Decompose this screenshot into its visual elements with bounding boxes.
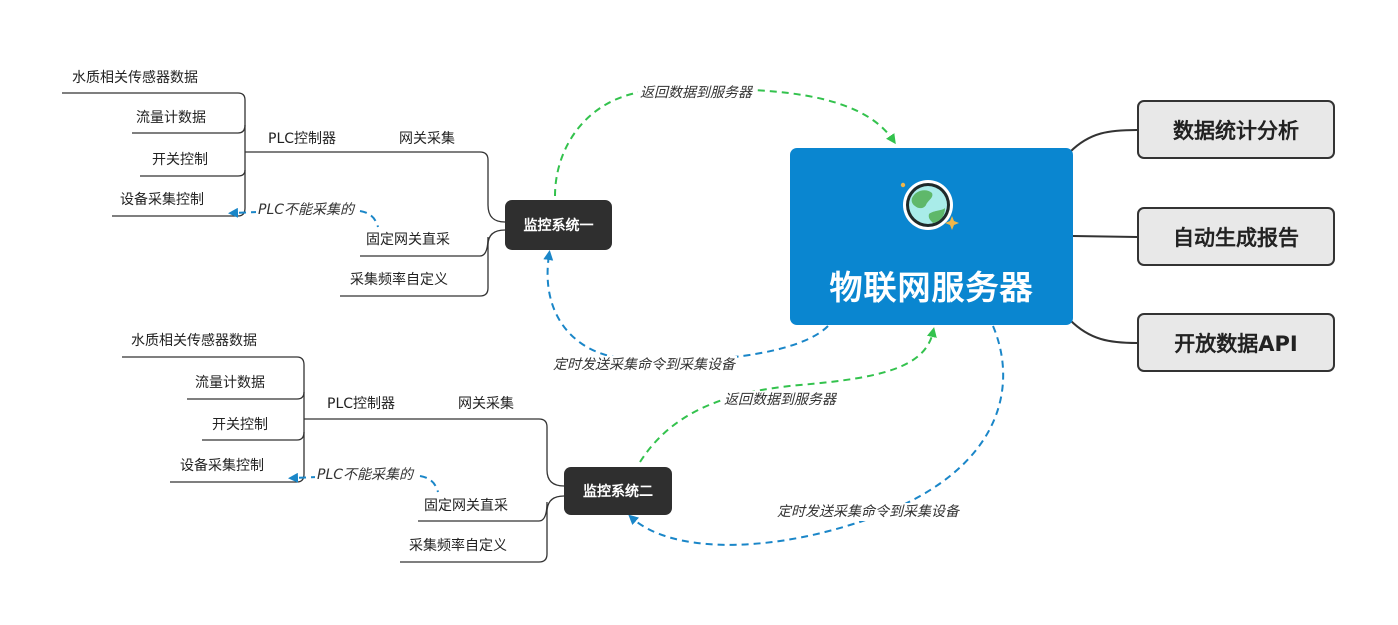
system1-tree-lines [62,92,506,297]
return-arrow-1 [554,87,896,197]
feature-open-api[interactable]: 开放数据API [1137,313,1335,372]
feature-statistics[interactable]: 数据统计分析 [1137,100,1335,159]
central-title: 物联网服务器 [829,268,1034,307]
system2-tree-lines [122,356,565,563]
sys1-direct: 固定网关直采 [366,232,450,248]
sys2-leaf-flow: 流量计数据 [195,375,265,391]
globe-icon [900,180,959,230]
sys1-leaf-device: 设备采集控制 [120,192,204,208]
sys1-leaf-water: 水质相关传感器数据 [72,70,198,86]
system2-node[interactable]: 监控系统二 [564,467,672,515]
sys2-gateway: 网关采集 [458,396,514,412]
system1-node[interactable]: 监控系统一 [505,200,612,250]
sys2-leaf-water: 水质相关传感器数据 [131,333,257,349]
return-arrow-2 [639,327,937,463]
sys2-return-label: 返回数据到服务器 [722,391,838,409]
feature-connectors [1069,129,1138,344]
sys2-command-label: 定时发送采集命令到采集设备 [775,503,961,521]
command-arrow-1 [543,250,829,362]
plc-note-arrow-2 [288,472,319,483]
plc-note-arrow-1 [228,207,259,218]
sys1-command-label: 定时发送采集命令到采集设备 [551,356,737,374]
sys1-freq: 采集频率自定义 [350,272,448,288]
sys2-plc-note: PLC不能采集的 [315,466,416,484]
sys2-freq: 采集频率自定义 [409,538,507,554]
sys2-direct: 固定网关直采 [424,498,508,514]
sys1-plc-note: PLC不能采集的 [256,201,357,219]
sys1-plc: PLC控制器 [268,131,337,147]
sys1-leaf-flow: 流量计数据 [136,110,206,126]
command-arrow-2 [628,325,1005,546]
sys2-leaf-device: 设备采集控制 [180,458,264,474]
sys1-leaf-switch: 开关控制 [152,152,208,168]
sys2-leaf-switch: 开关控制 [212,417,268,433]
sys2-plc: PLC控制器 [327,396,396,412]
sys1-gateway: 网关采集 [399,131,455,147]
sys1-return-label: 返回数据到服务器 [638,84,754,102]
feature-report[interactable]: 自动生成报告 [1137,207,1335,266]
central-server-node[interactable]: 物联网服务器 [790,148,1073,325]
